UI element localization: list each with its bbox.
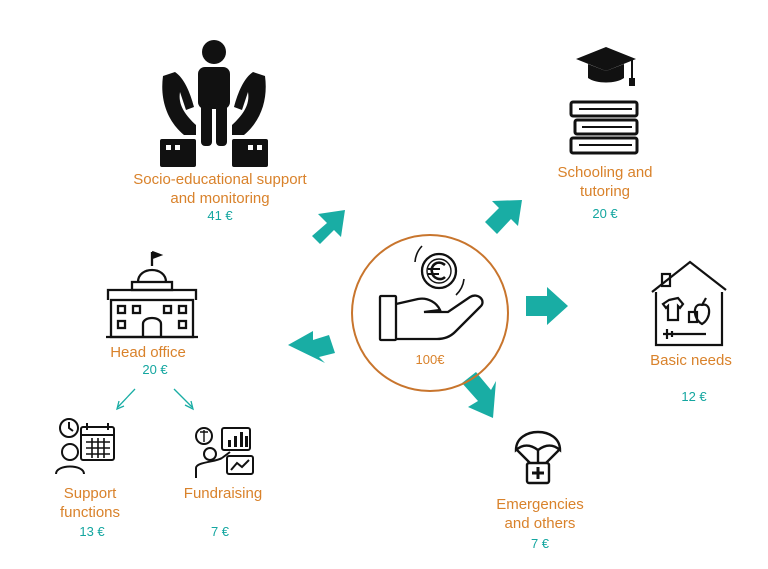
school-label: Schooling and tutoring <box>540 163 670 201</box>
emerg-label-line2: and others <box>504 515 576 532</box>
house-needs-icon <box>651 260 727 347</box>
arrow-to-emerg <box>462 372 496 418</box>
emerg-label-line1: Emergencies <box>496 496 584 513</box>
emerg-label: Emergencies and others <box>470 495 610 533</box>
fund-amount: 7 € <box>210 524 230 539</box>
arrow-to-head <box>288 331 335 363</box>
school-label-line1: Schooling and <box>557 164 653 181</box>
socio-label-line1: Socio-educational support <box>133 171 307 188</box>
center-amount: 100€ <box>415 352 445 367</box>
arrow-to-socio <box>312 210 345 244</box>
center-circle <box>351 234 509 392</box>
support-label-line1: Support <box>63 485 117 502</box>
head-label: Head office <box>110 344 186 361</box>
socio-label: Socio-educational support and monitoring <box>95 170 345 208</box>
support-label-line2: functions <box>59 504 121 521</box>
parachute-aid-icon <box>514 430 562 485</box>
basic-amount: 12 € <box>681 389 707 404</box>
fund-label: Fundraising <box>183 485 263 502</box>
support-amount: 13 € <box>79 524 105 539</box>
school-amount: 20 € <box>592 206 618 221</box>
basic-label: Basic needs <box>650 352 732 369</box>
protected-person-icon <box>160 40 268 167</box>
emerg-amount: 7 € <box>530 536 550 551</box>
school-label-line2: tutoring <box>579 183 631 200</box>
presenter-chart-icon <box>195 427 254 478</box>
thin-arrows <box>116 388 194 411</box>
head-amount: 20 € <box>142 362 168 377</box>
person-calendar-icon <box>55 418 115 475</box>
arrow-to-basic <box>526 287 568 325</box>
socio-label-line2: and monitoring <box>170 190 270 207</box>
arrow-to-school <box>485 200 522 234</box>
support-label: Support functions <box>40 484 140 522</box>
socio-amount: 41 € <box>207 208 233 223</box>
building-icon <box>106 250 198 339</box>
graduation-books-icon <box>569 47 639 155</box>
